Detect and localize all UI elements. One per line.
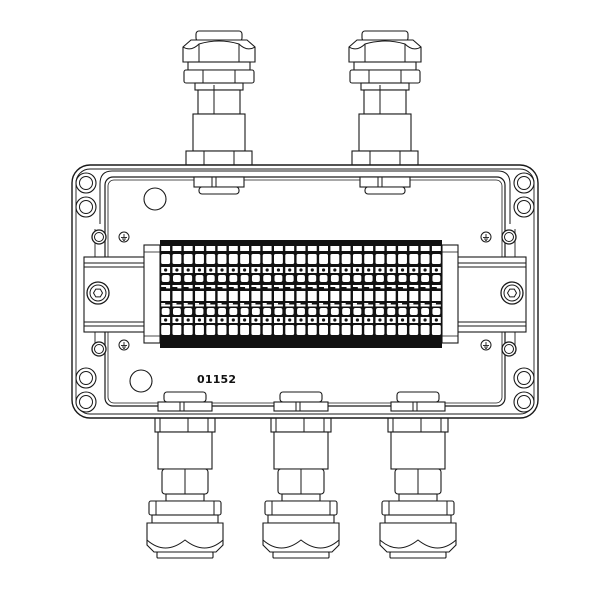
corner-bolt-icon	[513, 391, 535, 413]
rail-screw-icon	[86, 281, 110, 305]
terminal	[330, 246, 340, 335]
terminal	[274, 246, 283, 335]
bottom-gland-1	[146, 417, 224, 559]
terminal	[319, 246, 328, 335]
terminal	[364, 246, 374, 335]
earth-ground-icon	[480, 339, 492, 351]
bottom-gland-2	[262, 417, 340, 559]
terminal	[183, 246, 193, 335]
gland-inner-stub	[163, 391, 207, 403]
terminal	[240, 246, 250, 335]
terminal	[386, 246, 396, 335]
knockout-hole	[129, 369, 153, 393]
terminal	[341, 246, 351, 335]
terminal	[296, 246, 306, 335]
terminal	[172, 246, 182, 335]
terminal	[206, 246, 216, 335]
corner-bolt-icon	[75, 172, 97, 194]
corner-bolt-icon	[75, 196, 97, 218]
rail-screw-icon	[500, 281, 524, 305]
terminal	[217, 246, 227, 335]
terminal	[375, 246, 385, 335]
terminal	[398, 246, 407, 335]
top-gland-2	[348, 30, 422, 166]
terminal	[228, 246, 238, 335]
gland-inner-stub	[396, 391, 440, 403]
gland-inner-stub	[359, 176, 411, 188]
corner-bolt-icon	[513, 196, 535, 218]
terminal	[409, 246, 419, 335]
terminal	[161, 246, 171, 335]
terminal	[352, 246, 362, 335]
terminal	[285, 246, 295, 335]
terminal	[251, 246, 261, 335]
part-code-label: 01152	[197, 373, 237, 386]
earth-ground-icon	[118, 231, 130, 243]
end-stop	[441, 244, 459, 344]
corner-bolt-icon	[75, 391, 97, 413]
terminal-block	[143, 240, 459, 348]
corner-bolt-icon	[513, 172, 535, 194]
gland-inner-stub	[279, 391, 323, 403]
terminal	[307, 246, 317, 335]
corner-bolt-icon	[75, 367, 97, 389]
gland-inner-stub	[193, 176, 245, 188]
earth-ground-icon	[480, 231, 492, 243]
terminal	[420, 246, 430, 335]
terminal	[195, 246, 204, 335]
bottom-gland-3	[379, 417, 457, 559]
corner-bolt-icon	[513, 367, 535, 389]
terminal	[262, 246, 272, 335]
earth-ground-icon	[118, 339, 130, 351]
knockout-hole	[143, 187, 167, 211]
top-gland-1	[182, 30, 256, 166]
end-stop	[143, 244, 161, 344]
terminal	[431, 246, 441, 335]
